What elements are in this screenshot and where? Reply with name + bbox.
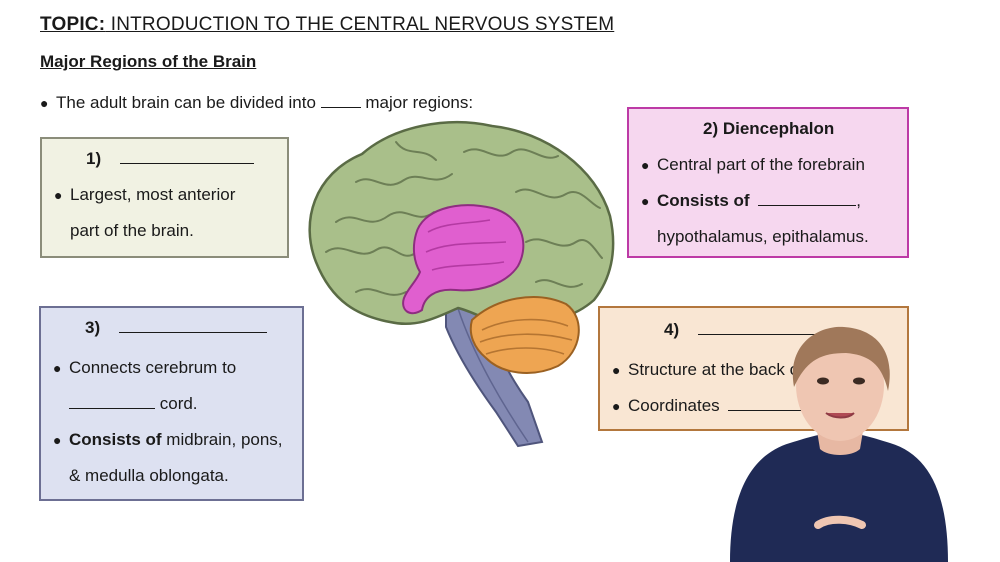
bullet-item: ●Largest, most anterior <box>54 177 235 213</box>
diencephalon-region <box>402 204 525 315</box>
blank-line <box>118 314 267 333</box>
bullet-icon: ● <box>53 432 62 448</box>
bullet-icon: ● <box>612 398 621 414</box>
bullet-icon: ● <box>40 95 49 111</box>
blank-line <box>119 145 254 164</box>
region-number: 3) <box>85 318 101 337</box>
topic-heading: TOPIC: INTRODUCTION TO THE CENTRAL NERVO… <box>40 14 615 35</box>
blank-line <box>728 392 809 411</box>
blank-line <box>320 89 361 108</box>
bullet-item: ●Central part of the forebrain <box>641 147 865 183</box>
blank-line <box>69 390 155 409</box>
region-box-3: 3) ●Connects cerebrum to cord. ●Consists… <box>39 306 304 501</box>
brain-illustration <box>308 120 615 448</box>
bullet-item: ●Connects cerebrum to <box>53 350 236 386</box>
bullet-icon: ● <box>641 193 650 209</box>
bullet-item: ●Consists of , <box>641 183 861 219</box>
presenter-video <box>730 326 948 562</box>
region-number: 4) <box>664 320 680 339</box>
presenter-hair <box>792 326 890 391</box>
bullet-continuation: cord. <box>69 386 198 422</box>
region-box-2: 2) Diencephalon ●Central part of the for… <box>627 107 909 258</box>
blank-line <box>758 187 857 206</box>
region-number: 1) <box>86 149 102 168</box>
bullet-continuation: hypothalamus, epithalamus. <box>657 227 869 246</box>
bullet-continuation: part of the brain. <box>70 221 194 240</box>
bullet-icon: ● <box>612 362 621 378</box>
section-title: Major Regions of the Brain <box>40 52 257 71</box>
region-box-1: 1) ●Largest, most anterior part of the b… <box>40 137 289 258</box>
bullet-icon: ● <box>53 360 62 376</box>
bullet-icon: ● <box>641 157 650 173</box>
bullet-icon: ● <box>54 187 63 203</box>
region-title: 2) Diencephalon <box>703 119 835 138</box>
intro-bullet: ●The adult brain can be divided into maj… <box>40 89 473 113</box>
bullet-item: ●Consists of midbrain, pons, <box>53 422 283 458</box>
bullet-item: ●Structure at the back of <box>612 352 804 388</box>
bullet-continuation: & medulla oblongata. <box>69 466 229 485</box>
presenter-shirt <box>730 433 948 562</box>
blank-line <box>697 316 848 335</box>
